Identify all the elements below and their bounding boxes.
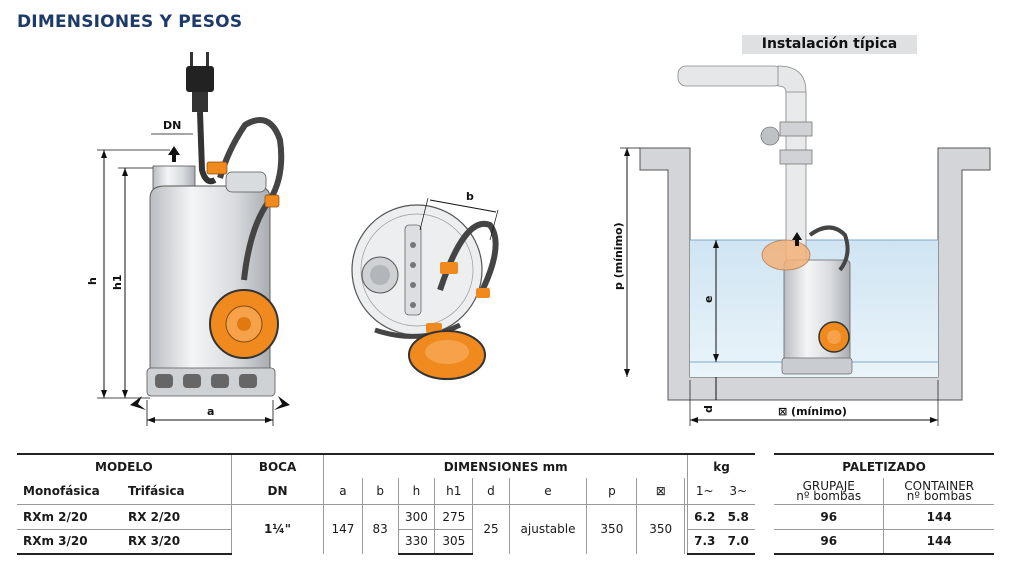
header-h1: h1 <box>434 478 474 504</box>
pump-side-view: h h1 DN a <box>86 52 290 426</box>
row1-kg3: 5.8 <box>727 509 749 524</box>
header-modelo: MODELO <box>17 453 232 478</box>
header-container: CONTAINER nº bombas <box>884 478 994 504</box>
row2-h1: 305 <box>434 529 474 555</box>
header-trifasica: Trifásica <box>121 478 232 504</box>
pal-row1-grupaje: 96 <box>774 504 885 529</box>
header-kg: kg <box>687 453 755 478</box>
dim-p-label: p (mínimo) <box>612 222 625 290</box>
installation-diagram: p (mínimo) e d ⊠ (mínimo) <box>612 65 991 426</box>
header-boca: BOCA <box>231 453 325 478</box>
header-kg3: 3~ <box>729 483 748 498</box>
row1-tri: RX 2/20 <box>121 504 232 529</box>
header-a: a <box>323 478 363 504</box>
row2-mono: RXm 3/20 <box>17 529 122 555</box>
row2-h: 330 <box>398 529 436 555</box>
row1-mono: RXm 2/20 <box>23 509 88 524</box>
dim-min-width-label: ⊠ (mínimo) <box>778 405 847 418</box>
dim-d-label: d <box>702 405 715 413</box>
header-grupaje: GRUPAJE nº bombas <box>774 478 885 504</box>
row1-kg1: 6.2 <box>694 509 716 524</box>
header-dimensiones: DIMENSIONES mm <box>323 453 689 478</box>
cell-e: ajustable <box>509 504 588 554</box>
header-square: ⊠ <box>636 478 686 504</box>
header-dn: DN <box>231 478 325 504</box>
row1-h: 300 <box>398 504 436 529</box>
header-d: d <box>472 478 510 504</box>
dim-h-label: h <box>86 277 99 285</box>
cell-dn: 1¼" <box>231 504 325 554</box>
header-b: b <box>362 478 399 504</box>
row2-kg3: 7.0 <box>721 529 755 555</box>
dimensions-table: MODELO BOCA DIMENSIONES mm kg Monofásica… <box>17 453 755 555</box>
dim-a-label: a <box>207 405 214 418</box>
paletizado-title: PALETIZADO <box>774 453 994 478</box>
grupaje-n-bombas: nº bombas <box>796 488 862 503</box>
row2-tri: RX 3/20 <box>121 529 232 555</box>
grupaje-label: GRUPAJE <box>802 478 855 493</box>
pal-row2-container: 144 <box>883 529 994 555</box>
paletizado-table: PALETIZADO GRUPAJE nº bombas CONTAINER n… <box>774 453 994 555</box>
pump-top-view: b <box>351 190 499 380</box>
pal-row2-grupaje: 96 <box>774 529 885 555</box>
row1-h1: 275 <box>434 504 474 529</box>
cell-b: 83 <box>362 504 399 554</box>
header-kg1: 1~ <box>695 483 714 498</box>
technical-drawings: h h1 DN a <box>86 52 991 426</box>
cell-d: 25 <box>472 504 510 554</box>
header-h: h <box>398 478 436 504</box>
container-label: CONTAINER <box>904 478 975 493</box>
installation-label: Instalación típica <box>742 35 917 54</box>
dim-b-label: b <box>466 190 474 203</box>
dim-e-label: e <box>702 296 715 303</box>
dim-dn-label: DN <box>163 119 181 132</box>
pal-row1-container: 144 <box>926 509 952 524</box>
header-monofasica: Monofásica <box>23 483 100 498</box>
cell-square: 350 <box>636 504 686 554</box>
header-p: p <box>586 478 638 504</box>
container-n-bombas: nº bombas <box>906 488 972 503</box>
dim-h1-label: h1 <box>111 275 124 291</box>
row2-kg1: 7.3 <box>687 529 722 555</box>
cell-p: 350 <box>586 504 638 554</box>
page-title: DIMENSIONES Y PESOS <box>17 12 243 32</box>
header-e: e <box>509 478 588 504</box>
cell-a: 147 <box>323 504 363 554</box>
